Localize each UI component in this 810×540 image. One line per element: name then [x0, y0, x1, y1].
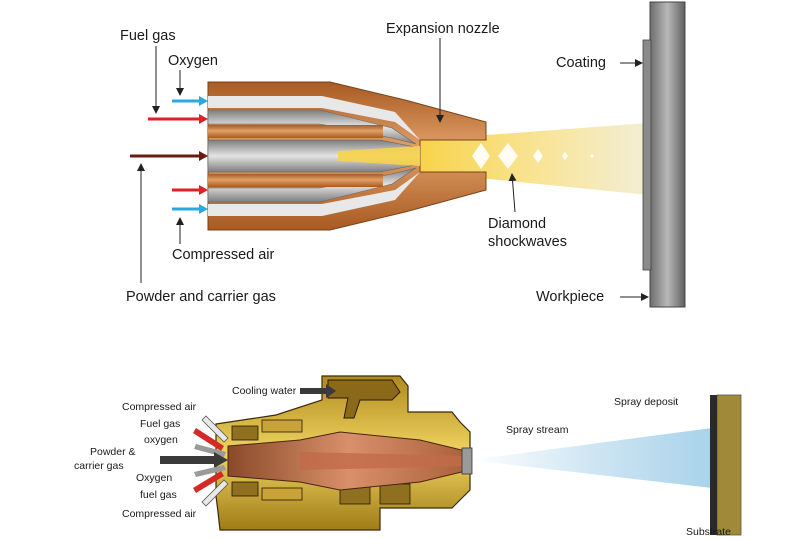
workpiece-plate: [649, 1, 686, 308]
compressed-air-arrow: [201, 415, 229, 443]
gun-steel-tube: [207, 109, 417, 145]
compressed-air-arrow: [201, 479, 229, 507]
label-coating: Coating: [556, 55, 606, 71]
label-compressed-air: Compressed air: [172, 247, 275, 263]
fuel-gas-arrow: [193, 428, 224, 451]
thread-ring: [261, 419, 303, 433]
fuel-gas-arrow: [193, 471, 224, 493]
coating-layer: [642, 39, 652, 271]
label-compressed-air-bottom: Compressed air: [122, 508, 197, 520]
substrate-plate: [716, 394, 742, 536]
label-fuel-gas: Fuel gas: [140, 418, 181, 430]
label-spray-stream: Spray stream: [506, 424, 569, 436]
thread-ring: [379, 483, 411, 505]
label-substrate: Substrate: [686, 526, 731, 538]
gun-steel-tube: [207, 167, 417, 203]
label-spray-deposit: Spray deposit: [614, 396, 679, 408]
label-compressed-air-top: Compressed air: [122, 401, 197, 413]
shockwave-diamond: [590, 154, 594, 158]
label-powder-carrier-gas: Powder and carrier gas: [126, 289, 276, 305]
spray-deposit-layer: [710, 395, 717, 535]
label-diamond: Diamond: [488, 216, 547, 232]
label-oxygen: Oxygen: [136, 472, 173, 484]
label-carrier-gas: carrier gas: [74, 460, 124, 472]
spray-stream: [470, 428, 712, 488]
label-powder: Powder &: [90, 446, 136, 458]
label-oxygen-lower: oxygen: [144, 434, 178, 446]
cooling-water-arrow: [300, 384, 336, 398]
combustion-flame: [338, 146, 420, 166]
thread-ring: [231, 425, 259, 441]
bore: [300, 452, 470, 470]
shockwave-diamond: [498, 143, 518, 169]
oxygen-arrow: [194, 444, 226, 457]
label-shockwaves: shockwaves: [488, 234, 567, 250]
shockwave-diamond: [533, 149, 543, 163]
gun-channel: [208, 96, 420, 140]
thread-ring: [231, 481, 259, 497]
label-workpiece: Workpiece: [536, 289, 605, 305]
oxygen-arrow: [194, 465, 226, 477]
thread-ring: [261, 487, 303, 501]
label-fuel-gas-lower: fuel gas: [140, 489, 177, 501]
leader-line: [508, 173, 517, 213]
label-fuel-gas: Fuel gas: [120, 28, 176, 44]
gun-channel: [208, 172, 420, 216]
cooling-water-block: [327, 379, 401, 419]
gun-copper-band: [208, 174, 383, 187]
nozzle-tip: [461, 447, 473, 475]
label-expansion-nozzle: Expansion nozzle: [386, 21, 500, 37]
gun-copper-band: [208, 125, 383, 138]
label-oxygen: Oxygen: [168, 53, 218, 69]
powder-arrow: [160, 452, 228, 468]
label-cooling-water: Cooling water: [232, 385, 297, 397]
shockwave-diamond: [562, 152, 568, 160]
shockwave-diamond: [472, 143, 490, 169]
